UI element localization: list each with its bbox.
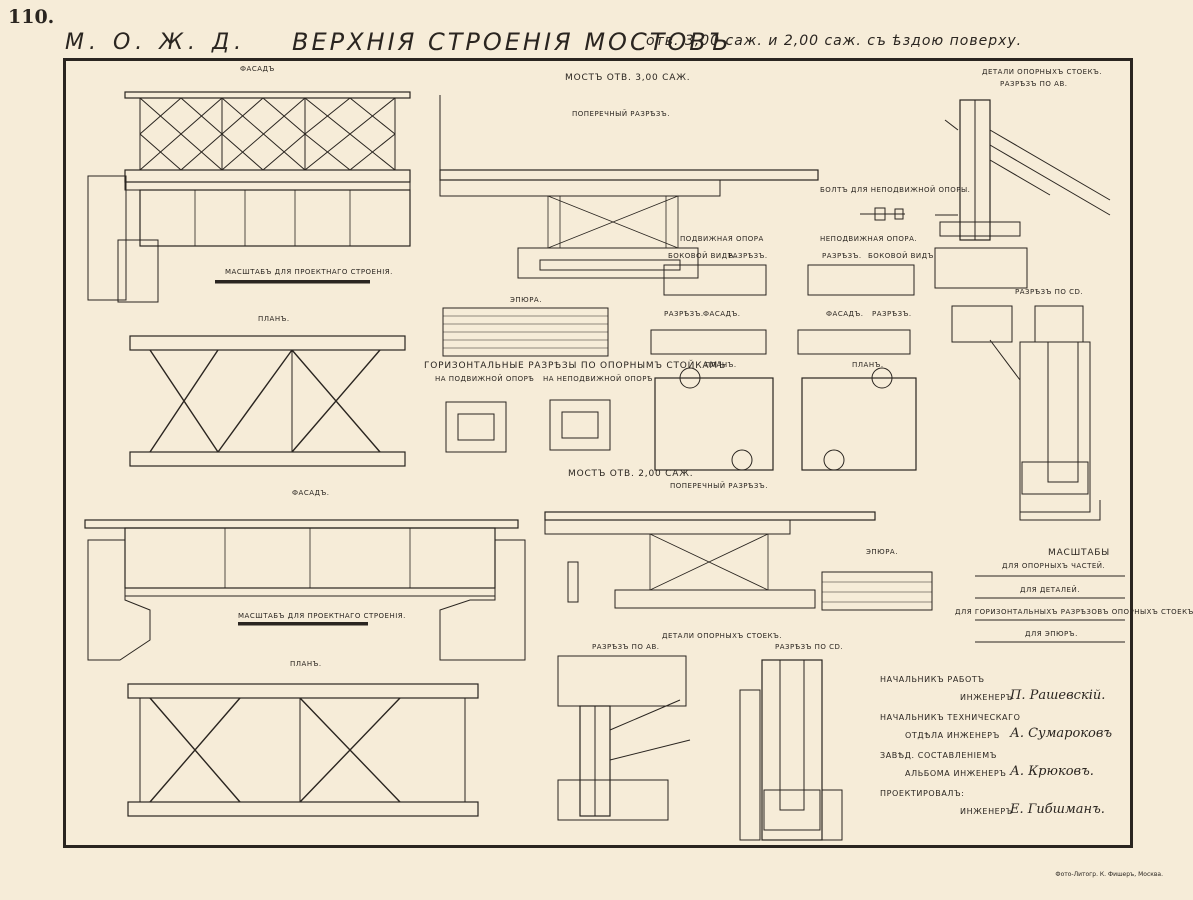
label-details-supports-top: ДЕТАЛИ ОПОРНЫХЪ СТОЕКЪ. [982, 68, 1103, 76]
cross-section-2 [544, 511, 876, 609]
label-facade-4: ФАСАДЪ. [826, 310, 864, 318]
label-epure-mid: ЭПЮРА. [866, 548, 898, 556]
label-bridge-2: МОСТЪ ОТВ. 2,00 САЖ. [568, 469, 694, 479]
label-scale-horiz-sections: ДЛЯ ГОРИЗОНТАЛЬНЫХЪ РАЗРѢЗОВЪ ОПОРНЫХЪ С… [955, 608, 1193, 616]
support-details-ab-bottom [557, 655, 691, 821]
signature-4-role: ПРОЕКТИРОВАЛЪ: [880, 789, 965, 798]
label-section-cd-top: РАЗРѢЗЪ ПО CD. [1015, 288, 1084, 296]
support-details-cd-bottom [739, 659, 843, 841]
label-scales: МАСШТАБЫ [1048, 548, 1110, 558]
signature-2-role2: ОТДѢЛА ИНЖЕНЕРЪ [905, 731, 1000, 740]
sheet-title: ВЕРХНІЯ СТРОЕНІЯ МОСТОВЪ [292, 28, 732, 56]
section-cd-top [951, 305, 1101, 521]
label-side-view-2: БОКОВОЙ ВИДЪ. [868, 252, 937, 260]
label-side-view-1: БОКОВОЙ ВИДЪ. [668, 252, 737, 260]
label-facade-top: ФАСАДЪ [240, 65, 275, 73]
epure-mid [821, 571, 933, 611]
label-section-cd-bottom: РАЗРѢЗЪ ПО CD. [775, 643, 844, 651]
horizontal-sections [445, 399, 611, 453]
facade-truss-3 [87, 91, 411, 303]
printer-credit: Фото-Литогр. К. Фишеръ, Москва. [1055, 871, 1163, 878]
signature-2-role: НАЧАЛЬНИКЪ ТЕХНИЧЕСКАГО [880, 713, 1021, 722]
support-bearings [650, 264, 917, 471]
signature-2-name: А. Сумароковъ [1010, 726, 1113, 741]
label-section-ab-bottom: РАЗРѢЗЪ ПО AB. [592, 643, 660, 651]
label-scale-support-parts: ДЛЯ ОПОРНЫХЪ ЧАСТЕЙ. [1002, 562, 1106, 570]
label-bolt: БОЛТЪ ДЛЯ НЕПОДВИЖНОЙ ОПОРЫ. [820, 186, 971, 194]
label-scale-details: ДЛЯ ДЕТАЛЕЙ. [1020, 586, 1080, 594]
signature-1-name: П. Рашевскій. [1010, 688, 1106, 703]
page-number: 110. [8, 6, 55, 28]
label-fixed-support: НЕПОДВИЖНАЯ ОПОРА. [820, 235, 918, 243]
label-cross-section-top: ПОПЕРЕЧНЫЙ РАЗРѢЗЪ. [572, 110, 670, 118]
label-movable-support: ПОДВИЖНАЯ ОПОРА [680, 235, 764, 243]
scale-bars [975, 575, 1125, 643]
label-scale-epures: ДЛЯ ЭПЮРЪ. [1025, 630, 1078, 638]
label-section-ab-top: РАЗРѢЗЪ ПО AB. [1000, 80, 1068, 88]
label-section-3: РАЗРѢЗЪ. [664, 310, 704, 318]
label-cross-section-mid: ПОПЕРЕЧНЫЙ РАЗРѢЗЪ. [670, 482, 768, 490]
label-section-2: РАЗРѢЗЪ. [822, 252, 862, 260]
label-epure-top: ЭПЮРА. [510, 296, 542, 304]
support-details-ab-top [934, 99, 1111, 289]
railway-abbreviation: М. О. Ж. Д. [65, 30, 247, 55]
signature-1-role2: ИНЖЕНЕРЪ [960, 693, 1014, 702]
signature-4-role2: ИНЖЕНЕРЪ [960, 807, 1014, 816]
label-plan-bottom: ПЛАНЪ. [290, 660, 322, 668]
label-section-1: РАЗРѢЗЪ. [728, 252, 768, 260]
label-plan-small-2: ПЛАНЪ. [852, 361, 884, 369]
signature-3-role2: АЛЬБОМА ИНЖЕНЕРЪ [905, 769, 1007, 778]
plan-top [129, 335, 406, 467]
signature-4-name: Е. Гибшманъ. [1010, 802, 1105, 817]
sheet-subtitle: отв. 3,00 саж. и 2,00 саж. съ ѣздою пове… [646, 33, 1023, 49]
label-scale-project-1: МАСШТАБЪ ДЛЯ ПРОЕКТНАГО СТРОЕНІЯ. [225, 268, 393, 276]
label-plan-top: ПЛАНЪ. [258, 315, 290, 323]
signature-3-name: А. Крюковъ. [1010, 764, 1094, 779]
cross-section-3 [439, 95, 905, 279]
label-section-4: РАЗРѢЗЪ. [872, 310, 912, 318]
label-horizontal-sections: ГОРИЗОНТАЛЬНЫЕ РАЗРѢЗЫ ПО ОПОРНЫМЪ СТОЙК… [424, 361, 727, 371]
label-scale-project-2: МАСШТАБЪ ДЛЯ ПРОЕКТНАГО СТРОЕНІЯ. [238, 612, 406, 620]
label-on-movable: НА ПОДВИЖНОЙ ОПОРѢ [435, 375, 535, 383]
label-on-fixed: НА НЕПОДВИЖНОЙ ОПОРѢ [543, 375, 653, 383]
label-plan-small-1: ПЛАНЪ. [705, 361, 737, 369]
epure-top [442, 307, 609, 357]
facade-truss-2 [84, 519, 526, 661]
label-bridge-3: МОСТЪ ОТВ. 3,00 САЖ. [565, 73, 691, 83]
signature-3-role: ЗАВѢД. СОСТАВЛЕНІЕМЪ [880, 751, 997, 760]
label-facade-3: ФАСАДЪ. [703, 310, 741, 318]
label-details-supports-bottom: ДЕТАЛИ ОПОРНЫХЪ СТОЕКЪ. [662, 632, 783, 640]
plan-bottom [127, 683, 479, 817]
signature-1-role: НАЧАЛЬНИКЪ РАБОТЪ [880, 675, 985, 684]
drawing-frame [63, 58, 1133, 848]
label-facade-mid: ФАСАДЪ. [292, 489, 330, 497]
